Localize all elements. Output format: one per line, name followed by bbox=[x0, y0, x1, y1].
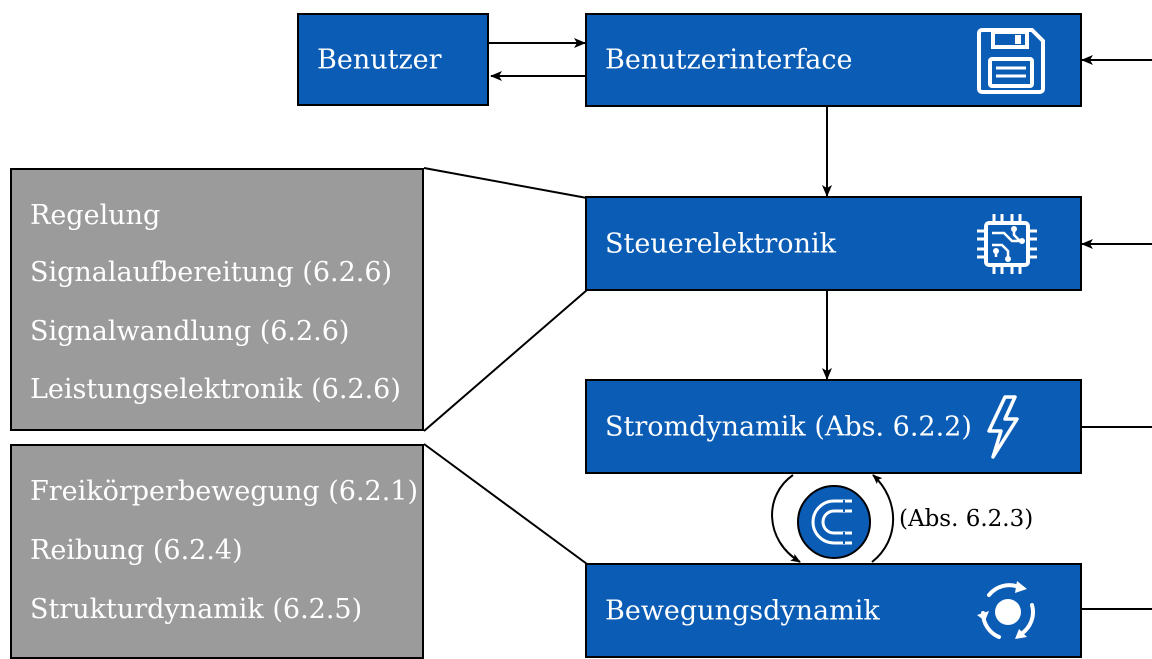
steuerelektronik-node: Steuerelektronik bbox=[585, 196, 1082, 291]
bewegungsdynamik-label: Bewegungsdynamik bbox=[605, 595, 880, 626]
stromdynamik-node: Stromdynamik (Abs. 6.2.2) bbox=[585, 379, 1082, 474]
magnet-icon bbox=[797, 485, 871, 559]
mechanics-panel: Freikörperbewegung (6.2.1) Reibung (6.2.… bbox=[10, 444, 424, 659]
stromdynamik-label: Stromdynamik (Abs. 6.2.2) bbox=[605, 411, 972, 442]
chip-icon bbox=[977, 214, 1037, 274]
panel-item-strukturdynamik: Strukturdynamik (6.2.5) bbox=[30, 594, 363, 625]
benutzer-node: Benutzer bbox=[297, 13, 489, 106]
panel-item-freikoerperbewegung: Freikörperbewegung (6.2.1) bbox=[30, 476, 418, 507]
panel-item-signalwandlung: Signalwandlung (6.2.6) bbox=[30, 316, 350, 347]
coupling-label: (Abs. 6.2.3) bbox=[899, 506, 1034, 532]
rotation-icon bbox=[977, 581, 1035, 639]
zoom-line-control-bottom bbox=[423, 289, 588, 432]
bewegungsdynamik-node: Bewegungsdynamik bbox=[585, 563, 1082, 658]
zoom-line-mechanics-top bbox=[423, 443, 588, 565]
steuerelektronik-label: Steuerelektronik bbox=[605, 228, 836, 259]
panel-item-signalaufbereitung: Signalaufbereitung (6.2.6) bbox=[30, 257, 393, 288]
coupling-arrow-right bbox=[871, 474, 894, 563]
coupling-arrow-left bbox=[771, 474, 801, 563]
lightning-icon bbox=[987, 395, 1019, 459]
floppy-disk-icon bbox=[977, 28, 1045, 94]
benutzerinterface-node: Benutzerinterface bbox=[585, 13, 1082, 107]
panel-item-regelung: Regelung bbox=[30, 200, 161, 231]
panel-item-reibung: Reibung (6.2.4) bbox=[30, 535, 243, 566]
benutzerinterface-label: Benutzerinterface bbox=[605, 44, 853, 76]
benutzer-label: Benutzer bbox=[317, 44, 442, 75]
control-panel: Regelung Signalaufbereitung (6.2.6) Sign… bbox=[10, 168, 424, 431]
panel-item-leistungselektronik: Leistungselektronik (6.2.6) bbox=[30, 374, 401, 405]
zoom-line-control-top bbox=[423, 167, 588, 199]
